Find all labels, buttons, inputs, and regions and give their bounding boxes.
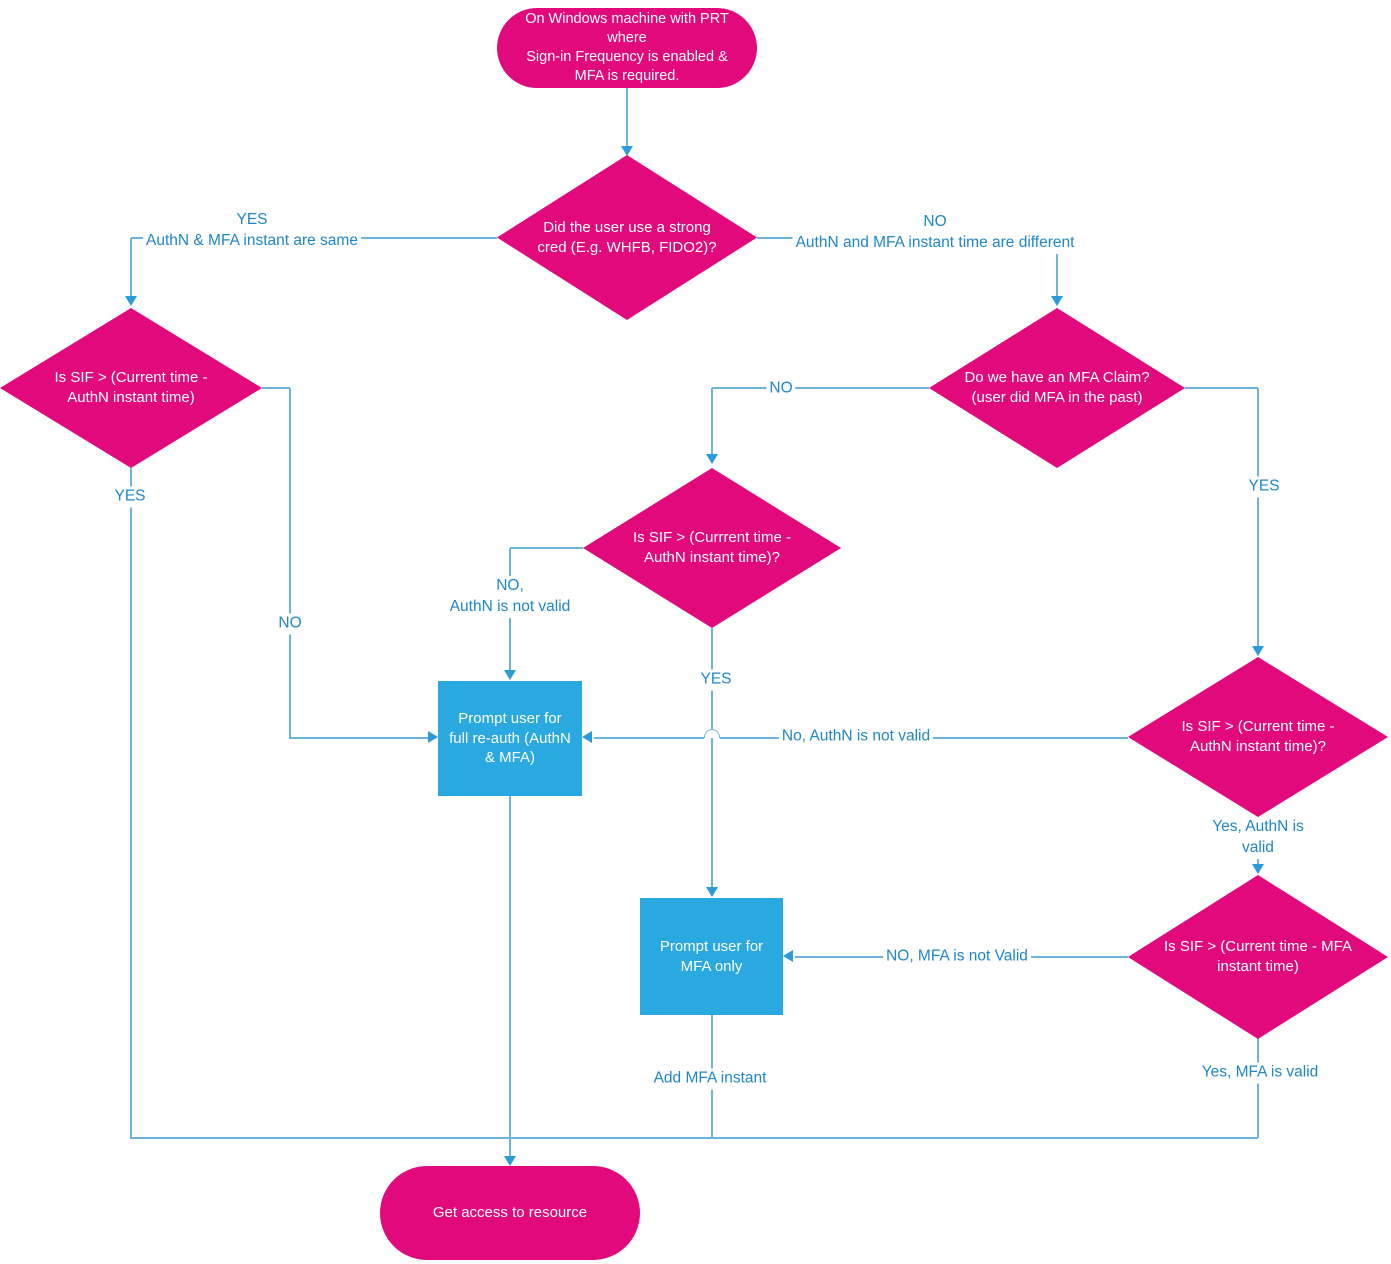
edge-sif-mid-yes xyxy=(711,628,713,887)
arrowhead-down-icon xyxy=(504,1156,516,1166)
edge-strong-cred-no-v xyxy=(1056,238,1058,296)
edge-sif-right-no-h2 xyxy=(594,737,704,739)
label-no-authn-not-valid-mid: NO, AuthN is not valid xyxy=(446,576,574,618)
arrowhead-down-icon xyxy=(706,454,718,464)
arrowhead-left-icon xyxy=(783,950,793,962)
label-yes-authn-valid: Yes, AuthN is valid xyxy=(1191,817,1325,859)
arrowhead-down-icon xyxy=(504,670,516,680)
edge-start-to-strong-cred xyxy=(626,88,628,146)
label-no-authn-not-valid-right: No, AuthN is not valid xyxy=(778,726,934,748)
edge-collector xyxy=(130,1137,1258,1139)
label-no-mfa-not-valid: NO, MFA is not Valid xyxy=(883,946,1031,968)
process-mfa-only-label: Prompt user for MFA only xyxy=(659,937,764,975)
decision-sif-mfa: Is SIF > (Current time - MFA instant tim… xyxy=(1128,875,1388,1039)
start-node: On Windows machine with PRT where Sign-i… xyxy=(497,8,757,88)
start-node-label: On Windows machine with PRT where Sign-i… xyxy=(525,10,729,85)
decision-strong-cred: Did the user use a strong cred (E.g. WHF… xyxy=(497,155,757,320)
label-yes-left: YES xyxy=(111,486,149,508)
decision-sif-authn-left-label: Is SIF > (Current time - AuthN instant t… xyxy=(54,369,208,406)
edge-sif-left-yes xyxy=(130,468,132,1138)
end-node-label: Get access to resource xyxy=(432,1204,588,1222)
label-add-mfa-instant: Add MFA instant xyxy=(650,1068,770,1090)
decision-sif-authn-mid-label: Is SIF > (Currrent time - AuthN instant … xyxy=(633,529,791,566)
line-hop-icon xyxy=(704,729,720,738)
end-node: Get access to resource xyxy=(380,1166,640,1260)
edge-claim-no-v xyxy=(711,388,713,454)
edge-full-reauth-down xyxy=(509,796,511,1138)
arrowhead-down-icon xyxy=(1252,646,1264,656)
edge-sif-left-no-h1 xyxy=(262,387,290,389)
label-yes-claim: YES xyxy=(1245,476,1283,498)
label-no-left: NO xyxy=(275,613,305,635)
edge-sif-left-no-v xyxy=(289,388,291,738)
edge-claim-no-h xyxy=(712,387,929,389)
label-yes-mfa-valid: Yes, MFA is valid xyxy=(1198,1062,1322,1084)
edge-strong-cred-yes-v xyxy=(130,238,132,296)
label-yes-same: YES AuthN & MFA instant are same xyxy=(143,210,361,252)
process-mfa-only: Prompt user for MFA only xyxy=(640,898,783,1015)
edge-claim-yes-v xyxy=(1257,388,1259,646)
edge-claim-yes-h xyxy=(1185,387,1258,389)
process-full-reauth: Prompt user for full re-auth (AuthN & MF… xyxy=(438,681,582,796)
label-no-different: NO AuthN and MFA instant time are differ… xyxy=(792,212,1078,254)
edge-sif-left-no-h2 xyxy=(289,737,428,739)
edge-sif-mfa-yes xyxy=(1257,1037,1259,1138)
decision-mfa-claim-label: Do we have an MFA Claim? (user did MFA i… xyxy=(964,369,1150,406)
decision-sif-authn-right-label: Is SIF > (Current time - AuthN instant t… xyxy=(1181,718,1335,755)
edge-to-end xyxy=(509,1138,511,1156)
arrowhead-down-icon xyxy=(1252,864,1264,874)
arrowhead-down-icon xyxy=(706,887,718,897)
process-full-reauth-label: Prompt user for full re-auth (AuthN & MF… xyxy=(449,709,571,767)
decision-sif-authn-right: Is SIF > (Current time - AuthN instant t… xyxy=(1128,657,1388,817)
arrowhead-down-icon xyxy=(621,146,633,156)
arrowhead-down-icon xyxy=(125,296,137,306)
edge-sif-mid-no-h xyxy=(510,547,583,549)
decision-mfa-claim: Do we have an MFA Claim? (user did MFA i… xyxy=(929,308,1185,468)
arrowhead-down-icon xyxy=(1051,296,1063,306)
decision-sif-mfa-label: Is SIF > (Current time - MFA instant tim… xyxy=(1164,938,1352,975)
decision-strong-cred-label: Did the user use a strong cred (E.g. WHF… xyxy=(537,218,717,256)
label-no-claim: NO xyxy=(766,378,796,400)
decision-sif-authn-left: Is SIF > (Current time - AuthN instant t… xyxy=(0,308,262,468)
arrowhead-right-icon xyxy=(428,731,438,743)
arrowhead-left-icon xyxy=(582,731,592,743)
decision-sif-authn-mid: Is SIF > (Currrent time - AuthN instant … xyxy=(583,468,841,628)
label-yes-mid: YES xyxy=(697,669,735,691)
